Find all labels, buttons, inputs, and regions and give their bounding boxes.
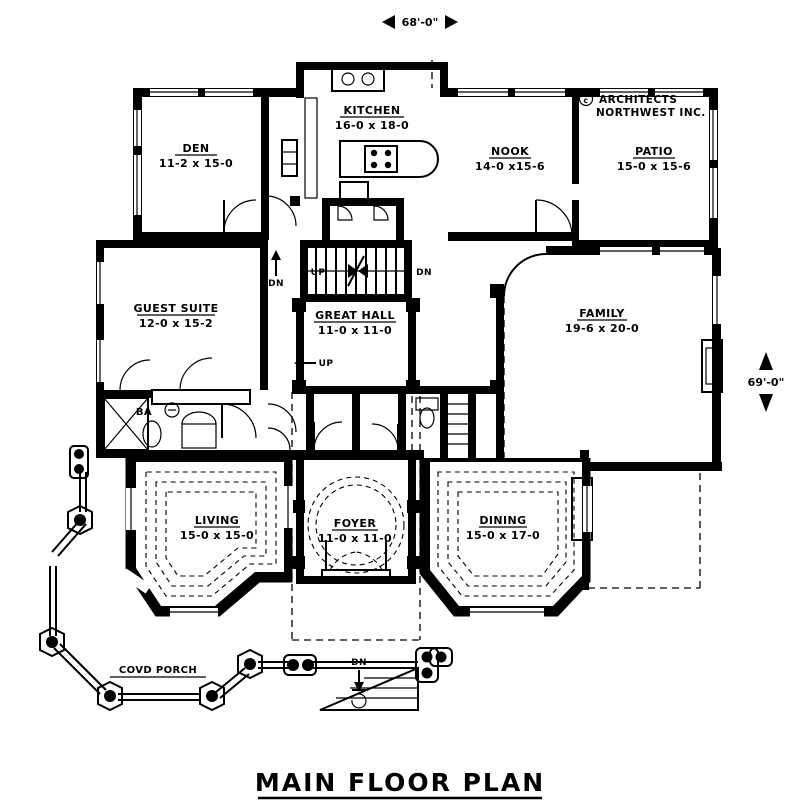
dining-name: DINING: [479, 514, 526, 527]
room-label-guest-suite: GUEST SUITE 12-0 x 15-2: [133, 302, 218, 330]
covd-porch-group: COVD PORCH: [110, 665, 206, 678]
room-label-foyer: FOYER 11-0 x 11-0: [318, 517, 392, 545]
great-hall-dimensions: 11-0 x 11-0: [318, 324, 392, 337]
upper-wall-windows: [134, 89, 717, 218]
width-arrow-right-icon: [445, 15, 458, 29]
overall-width-dimension: 68'-0": [382, 15, 458, 29]
marker-dn-front-porch: DN: [351, 658, 367, 692]
upper-door-swings: [223, 195, 573, 237]
covd-porch-label: COVD PORCH: [119, 665, 197, 676]
architect-name-line2: NORTHWEST INC.: [596, 107, 706, 119]
living-name: LIVING: [195, 514, 239, 527]
den-interior: [142, 97, 261, 232]
den-name: DEN: [182, 142, 209, 155]
marker-up-stair: UP: [311, 268, 326, 278]
family-name: FAMILY: [579, 307, 625, 320]
sheet-title-group: MAIN FLOOR PLAN: [255, 768, 545, 800]
central-stair: [290, 196, 412, 302]
patio-name: PATIO: [635, 145, 673, 158]
stair-break-symbol: [347, 255, 368, 287]
foyer-detail: [307, 476, 405, 581]
dn-front-porch-label: DN: [351, 658, 367, 668]
bath-label: BA: [136, 407, 152, 418]
patio-dimensions: 15-0 x 15-6: [617, 160, 691, 173]
width-arrow-left-icon: [382, 15, 395, 29]
room-label-patio: PATIO 15-0 x 15-6: [617, 145, 691, 173]
marker-dn-stair: DN: [416, 268, 432, 278]
den-dimensions: 11-2 x 15-0: [159, 157, 233, 170]
guest-suite-detail: [96, 262, 297, 451]
kitchen-name: KITCHEN: [344, 104, 401, 117]
depth-arrow-down-icon: [759, 394, 773, 412]
exterior-dashed-outline: [588, 470, 701, 589]
porch-posts: [39, 445, 453, 712]
dining-room-outline: [419, 450, 593, 617]
dn-stair-label: DN: [416, 268, 432, 278]
marker-dn-kitchen-hall: DN: [268, 250, 284, 289]
living-dimensions: 15-0 x 15-0: [180, 529, 254, 542]
dn-kitchen-hall-label: DN: [268, 279, 284, 289]
pantry-closet: [281, 139, 298, 177]
depth-arrow-up-icon: [759, 352, 773, 370]
nook-name: NOOK: [491, 145, 529, 158]
page-title: MAIN FLOOR PLAN: [255, 768, 545, 797]
overall-depth-label: 69'-0": [748, 376, 785, 389]
stair-direction-markers: DN UP DN UP DN: [268, 250, 432, 692]
overall-depth-dimension: 69'-0": [748, 352, 785, 412]
covered-porch: [39, 445, 453, 712]
room-label-family: FAMILY 19-6 x 20-0: [565, 307, 639, 335]
guest-suite-dimensions: 12-0 x 15-2: [139, 317, 213, 330]
architect-credit: c ARCHITECTS NORTHWEST INC.: [578, 91, 706, 119]
guest-suite-name: GUEST SUITE: [133, 302, 218, 315]
small-labels: BA COVD PORCH: [110, 407, 206, 678]
family-room-detail: [600, 247, 723, 393]
up-stair-label: UP: [311, 268, 326, 278]
foyer-dimensions: 11-0 x 11-0: [318, 532, 392, 545]
dining-dimensions: 15-0 x 17-0: [466, 529, 540, 542]
foyer-name: FOYER: [334, 517, 377, 530]
room-label-living: LIVING 15-0 x 15-0: [180, 514, 254, 542]
front-entry-steps: [319, 666, 419, 711]
room-label-den: DEN 11-2 x 15-0: [159, 142, 233, 170]
copyright-icon: [578, 91, 594, 107]
great-hall-name: GREAT HALL: [315, 309, 395, 322]
mid-service-rooms: [267, 386, 500, 462]
living-room-outline: [120, 458, 293, 617]
architect-name-line1: ARCHITECTS: [599, 94, 677, 106]
family-dimensions: 19-6 x 20-0: [565, 322, 639, 335]
marker-up-great-hall: UP: [294, 346, 333, 382]
room-label-kitchen: KITCHEN 16-0 x 18-0: [335, 104, 409, 132]
copyright-symbol: c: [583, 96, 588, 105]
nook-interior: [448, 97, 572, 232]
patio-interior: [579, 97, 709, 240]
up-great-hall-label: UP: [319, 359, 334, 369]
overall-width-label: 68'-0": [402, 16, 439, 29]
room-label-nook: NOOK 14-0 x15-6: [475, 145, 545, 173]
room-label-great-hall: GREAT HALL 11-0 x 11-0: [314, 309, 396, 337]
room-labels: DEN 11-2 x 15-0 KITCHEN 16-0 x 18-0 NOOK…: [133, 104, 691, 545]
room-label-dining: DINING 15-0 x 17-0: [466, 514, 540, 542]
kitchen-dimensions: 16-0 x 18-0: [335, 119, 409, 132]
nook-dimensions: 14-0 x15-6: [475, 160, 545, 173]
